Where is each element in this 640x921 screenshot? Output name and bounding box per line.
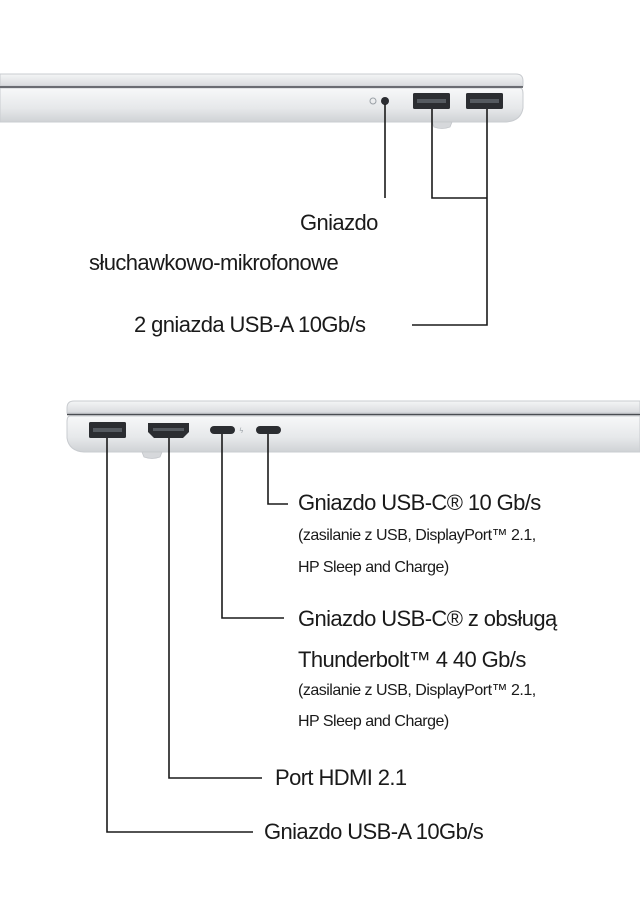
laptop-bottom-lid bbox=[66, 400, 640, 414]
label-usb-c-sub2: HP Sleep and Charge) bbox=[298, 559, 449, 576]
label-usb-c-title: Gniazdo USB-C® 10 Gb/s bbox=[298, 490, 541, 515]
label-thunderbolt-title1: Gniazdo USB-C® z obsługą bbox=[298, 606, 557, 631]
callout-usb-c bbox=[267, 434, 288, 505]
callout-usb-a-1 bbox=[431, 109, 487, 199]
thunderbolt-icon: ϟ bbox=[239, 427, 244, 435]
laptop-top-lid bbox=[0, 73, 524, 87]
callout-hdmi bbox=[168, 438, 262, 779]
usb-c-thunderbolt-port bbox=[210, 426, 235, 434]
label-usb-c-sub1: (zasilanie z USB, DisplayPort™ 2.1, bbox=[298, 527, 536, 544]
label-audio-line2: słuchawkowo-mikrofonowe bbox=[89, 250, 339, 275]
label-thunderbolt-sub2: HP Sleep and Charge) bbox=[298, 713, 449, 730]
bottom-callouts bbox=[106, 434, 288, 833]
laptop-right-side bbox=[0, 73, 524, 129]
label-thunderbolt-sub1: (zasilanie z USB, DisplayPort™ 2.1, bbox=[298, 682, 536, 699]
laptop-bottom-base bbox=[66, 415, 640, 453]
laptop-top-base bbox=[0, 87, 524, 123]
usb-c-port bbox=[256, 426, 281, 434]
callout-thunderbolt bbox=[221, 434, 284, 619]
audio-jack bbox=[381, 97, 389, 105]
headphone-icon bbox=[369, 97, 377, 105]
laptop-left-side: ϟ bbox=[66, 400, 640, 459]
label-usb-a-top: 2 gniazda USB-A 10Gb/s bbox=[134, 312, 366, 337]
label-thunderbolt-title2: Thunderbolt™ 4 40 Gb/s bbox=[298, 647, 526, 672]
top-callouts bbox=[384, 104, 488, 326]
laptop-bottom-foot bbox=[141, 451, 163, 459]
label-usb-a-bottom: Gniazdo USB-A 10Gb/s bbox=[264, 819, 484, 844]
laptop-top-foot bbox=[431, 121, 453, 129]
callout-usb-a-2 bbox=[412, 109, 488, 326]
callout-usb-a-left bbox=[106, 438, 253, 833]
label-audio-line1: Gniazdo bbox=[300, 210, 378, 235]
label-hdmi: Port HDMI 2.1 bbox=[275, 765, 407, 790]
